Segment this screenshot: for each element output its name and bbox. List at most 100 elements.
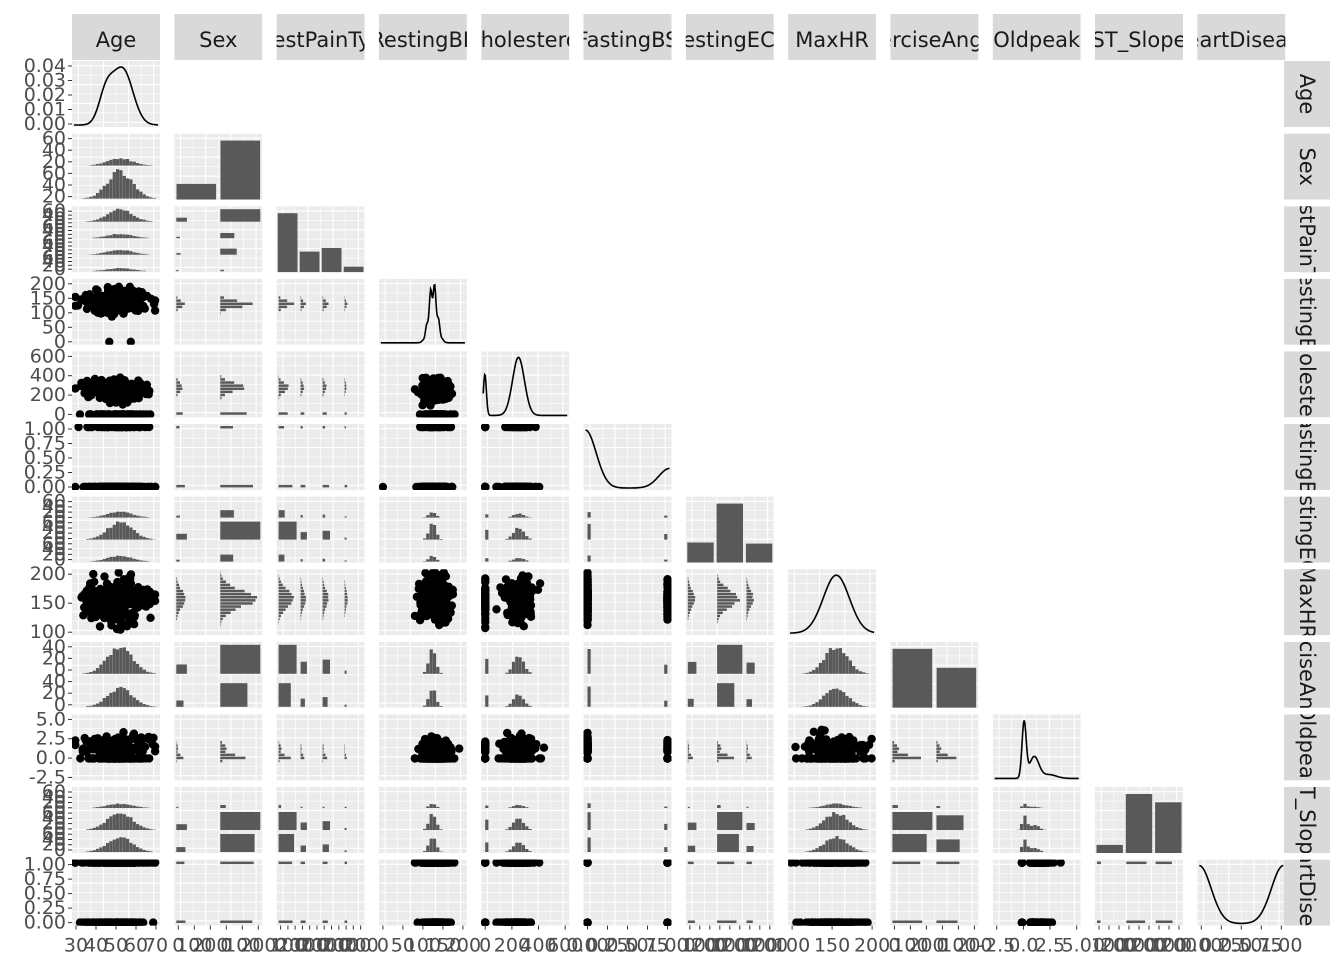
scatter-point [87,614,95,622]
histogram-bar [279,587,286,590]
scatter-point [519,607,527,615]
histogram-bar [93,671,96,674]
panel-restingecg-restingecg [686,497,774,563]
histogram-bar [119,209,122,221]
panel-chestpaintype-cholesterol [277,351,365,417]
bar [893,649,933,708]
panel-sex-sex [174,134,262,200]
histogram-bar [176,618,177,621]
histogram-bar [747,612,749,615]
histogram-bar [842,653,845,674]
bar [746,544,772,563]
scatter-point [125,581,133,589]
histogram-bar [136,560,139,562]
scatter-point [87,410,95,418]
histogram-bar [109,655,112,674]
scatter-point [423,483,431,491]
scatter-point [71,293,79,301]
histogram-bar [279,299,288,302]
histogram-bar [129,695,132,707]
histogram-bar [747,581,748,584]
histogram-bar [103,559,106,562]
scatter-point [130,730,138,738]
histogram-bar [96,517,99,518]
scatter-point [103,383,111,391]
histogram-bar [106,558,109,562]
histogram-bar [176,593,184,596]
bar [176,237,180,238]
histogram-bar [136,189,139,198]
histogram-bar [509,537,512,540]
histogram-bar [279,309,281,312]
histogram-bar [279,741,280,744]
histogram-bar [505,539,508,540]
scatter-point [86,483,94,491]
histogram-bar [747,605,752,608]
histogram-bar [220,612,230,615]
histogram-bar [279,760,280,763]
histogram-bar [279,391,285,394]
bar [279,683,291,707]
histogram-bar [176,612,179,615]
histogram-bar [106,269,109,271]
histogram-bar [505,673,508,674]
histogram-bar [126,235,129,239]
histogram-bar [220,615,226,618]
histogram-bar [113,513,116,518]
scatter-point [114,483,122,491]
bar [221,141,261,200]
scatter-point [125,291,133,299]
histogram-bar [109,557,112,562]
histogram-bar [832,650,835,674]
scatter-point [97,302,105,310]
histogram-bar [688,581,689,584]
histogram-bar [440,673,443,674]
scatter-point [140,735,148,743]
histogram-bar [109,235,112,238]
histogram-bar [129,179,132,198]
scatter-point [113,578,121,586]
histogram-bar [129,528,132,540]
bar [176,516,180,518]
histogram-bar [717,602,734,605]
histogram-bar [143,670,146,674]
histogram-bar [113,525,116,540]
histogram-bar [139,271,142,272]
histogram-bar [747,593,754,596]
scatter-point [92,285,100,293]
panel-sex-maxhr [174,569,262,635]
histogram-bar [96,704,99,707]
histogram-bar [129,655,132,674]
histogram-bar [109,513,112,518]
histogram-bar [113,211,116,222]
scatter-point [507,594,515,602]
bar [176,218,187,222]
histogram-bar [301,587,303,590]
histogram-bar [93,165,96,166]
histogram-bar [323,605,327,608]
histogram-bar [220,303,252,306]
bar [717,645,742,674]
histogram-bar [688,577,689,580]
histogram-bar [525,517,528,518]
histogram-bar [176,744,177,747]
histogram-bar [688,584,690,587]
histogram-bar [301,751,302,754]
histogram-bar [512,560,515,562]
histogram-bar [99,218,102,222]
scatter-point [112,384,120,392]
histogram-bar [430,524,433,540]
histogram-bar [345,303,348,306]
histogram-bar [301,394,302,397]
histogram-bar [279,757,291,760]
scatter-point [528,583,536,591]
histogram-bar [279,605,288,608]
histogram-bar [146,561,149,562]
histogram-bar [220,602,252,605]
scatter-point [436,607,444,615]
panel-fastingbs-restingecg [584,497,672,563]
histogram-bar [119,687,122,707]
histogram-bar [96,254,99,255]
panel-cholesterol-maxhr [481,569,569,635]
histogram-bar [176,426,179,429]
